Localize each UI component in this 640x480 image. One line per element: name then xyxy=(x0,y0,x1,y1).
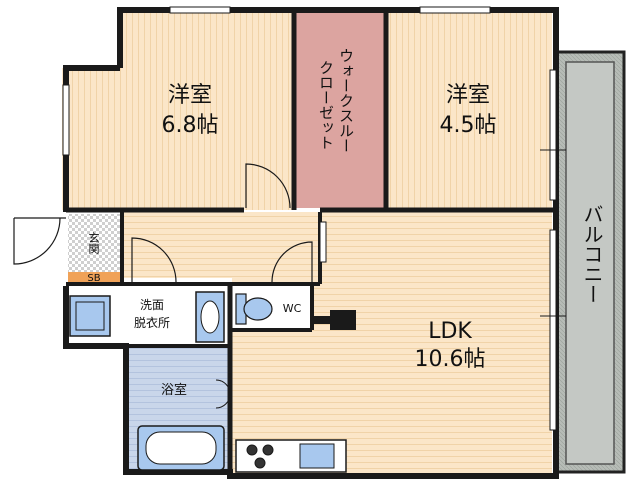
window-ticks xyxy=(540,149,566,317)
closet-floor xyxy=(296,12,386,208)
washing-machine xyxy=(69,295,111,337)
windows xyxy=(62,6,557,431)
interior-walls xyxy=(66,10,556,476)
bathtub-inner xyxy=(145,431,217,465)
ldk-name: LDK xyxy=(428,319,472,344)
toilet-bowl xyxy=(243,297,273,321)
genkan-name: 玄関 xyxy=(87,232,100,254)
senmen-name-1: 洗面 xyxy=(139,298,164,312)
western1-name: 洋室 xyxy=(167,83,212,108)
wc-name: WC xyxy=(282,302,302,315)
western2-floor xyxy=(388,12,552,208)
door-swings xyxy=(13,163,313,283)
ldk-floor xyxy=(232,212,552,474)
balcony-inner xyxy=(565,61,615,465)
stove-burners xyxy=(246,444,274,469)
column-notch xyxy=(310,316,332,324)
western2-size: 4.5帖 xyxy=(439,113,497,138)
kitchen-sink xyxy=(299,443,335,469)
senmen-name-2: 脱衣所 xyxy=(133,316,170,330)
sb-name: SB xyxy=(87,273,101,284)
basin-bowl xyxy=(200,300,220,334)
western1-size: 6.8帖 xyxy=(161,113,219,138)
ldk-size: 10.6帖 xyxy=(414,347,486,372)
western1-notch xyxy=(62,12,120,68)
bath-door xyxy=(215,379,231,409)
walkthrough-name-2: クローゼット xyxy=(317,60,335,150)
balcony-name: バルコニー xyxy=(580,204,604,304)
bath-name: 浴室 xyxy=(160,383,187,398)
western2-name: 洋室 xyxy=(445,83,490,108)
balcony-rail xyxy=(556,50,626,474)
column xyxy=(330,310,356,330)
washing-machine-inner xyxy=(75,301,105,331)
walkthrough-name-1: ウォークスルー xyxy=(337,48,355,153)
genkan-floor xyxy=(68,214,120,272)
